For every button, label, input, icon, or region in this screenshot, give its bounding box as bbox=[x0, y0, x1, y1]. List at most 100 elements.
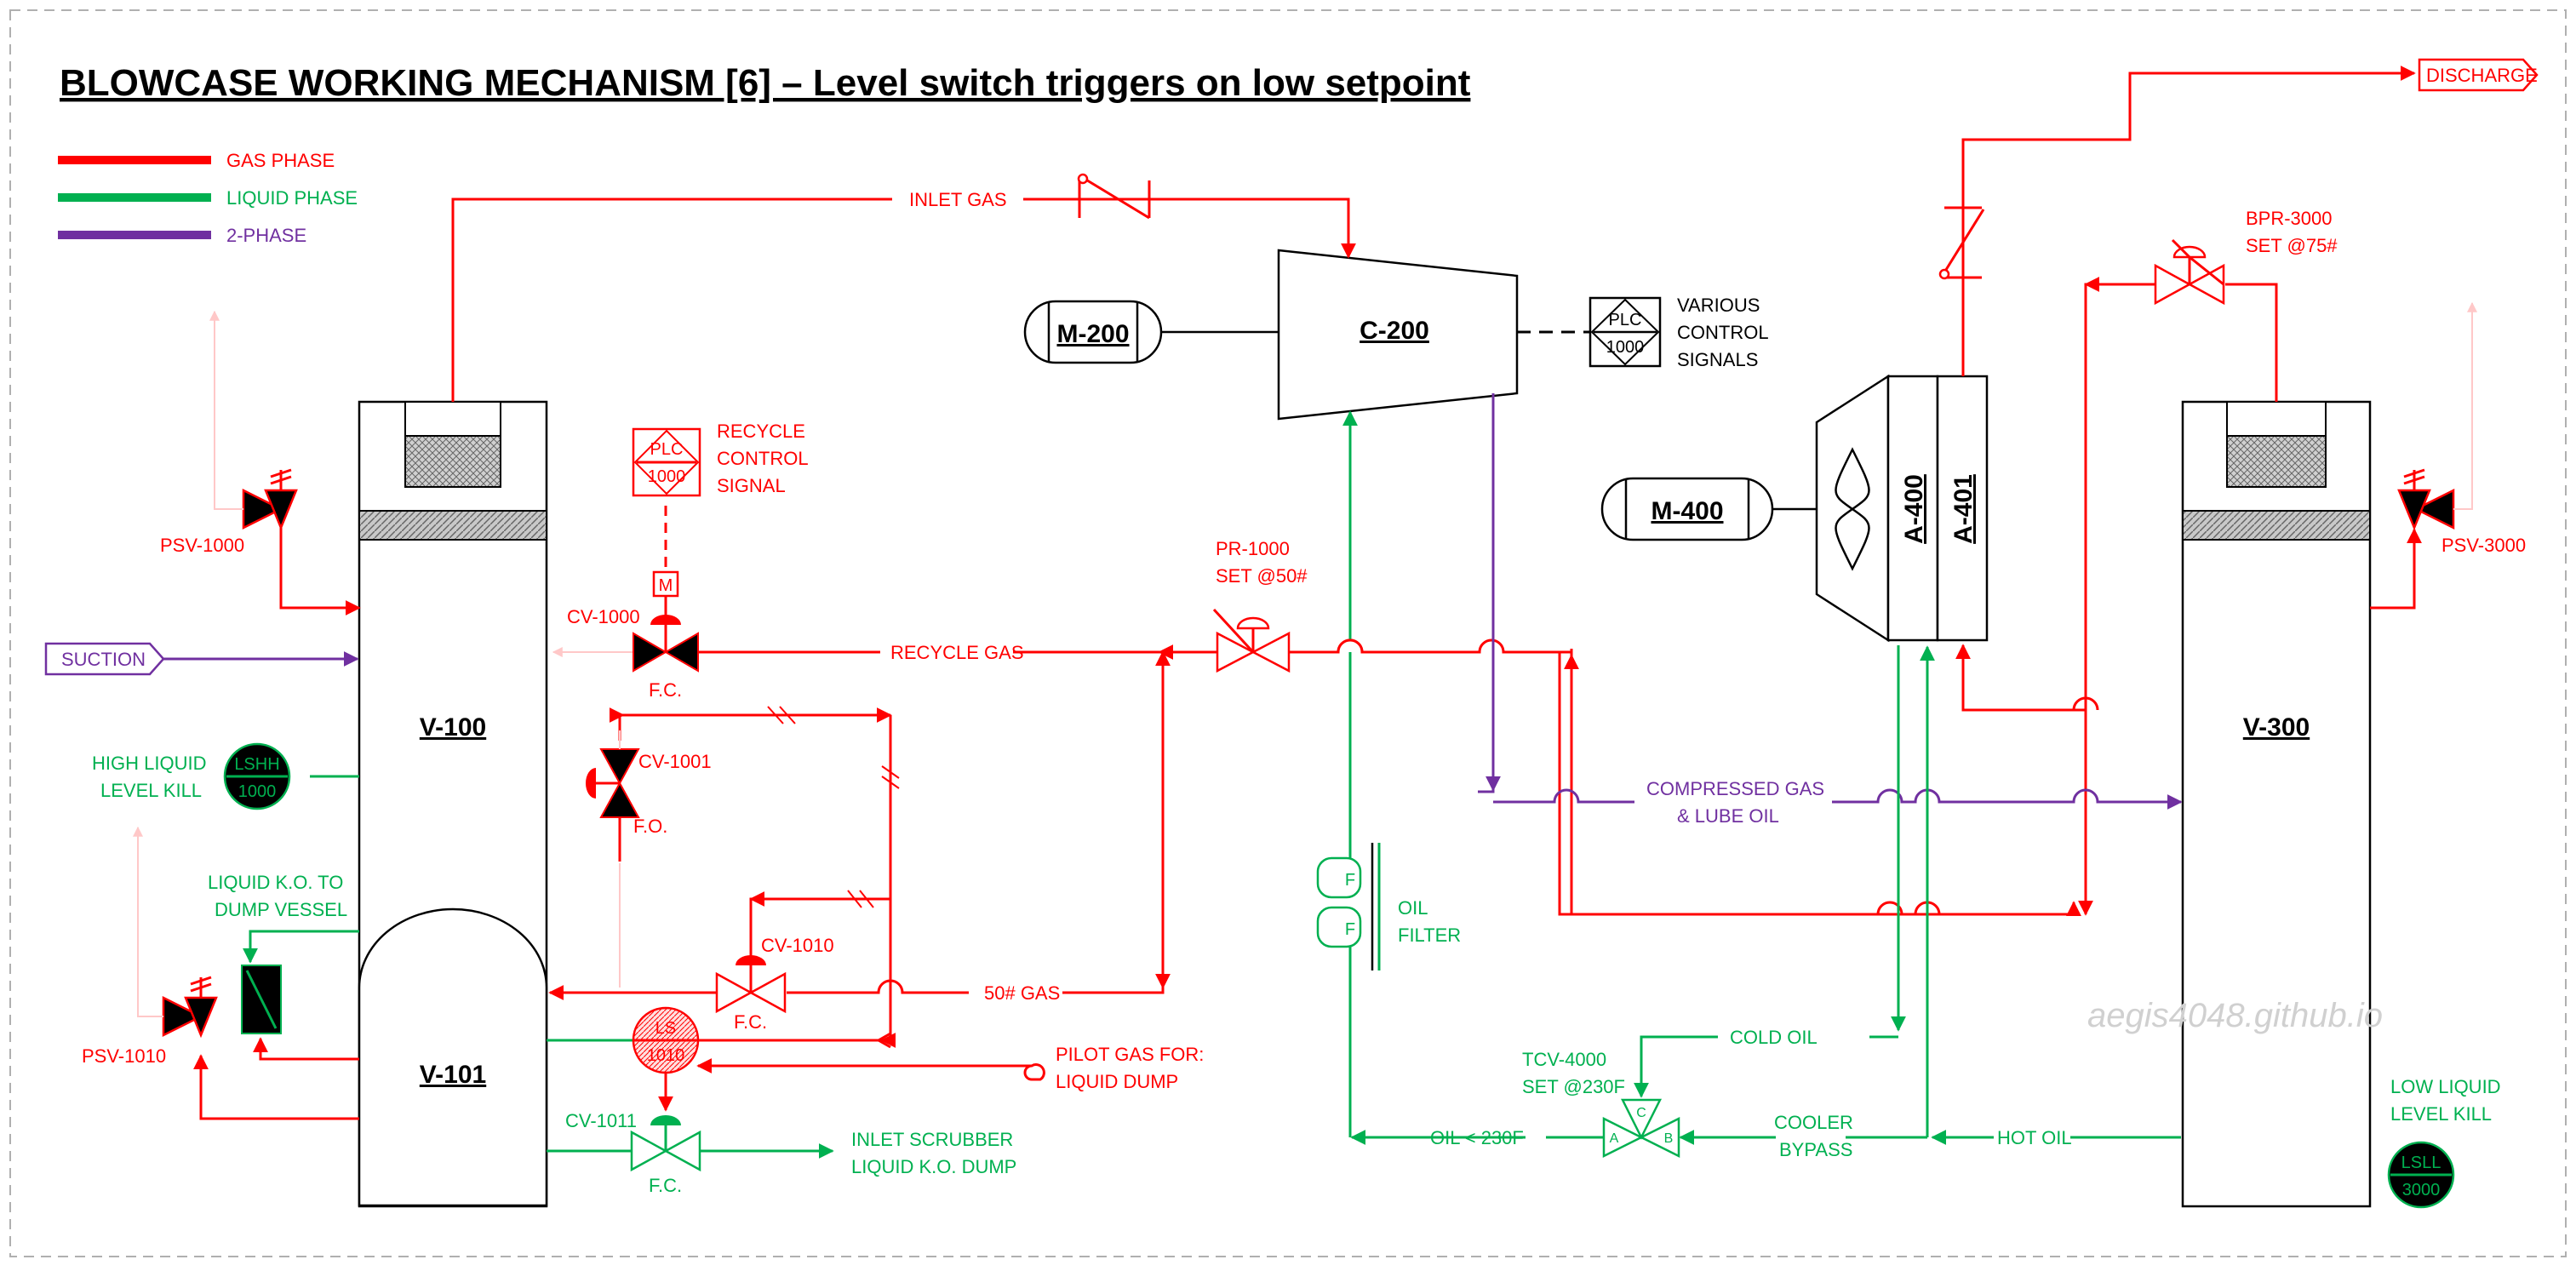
v100-outlet-nozzle bbox=[404, 401, 501, 437]
tcv4000-valve: C A B bbox=[1602, 1098, 1680, 1159]
recycle-signal-line3: SIGNAL bbox=[717, 475, 786, 496]
cooler-bypass-line1: COOLER bbox=[1774, 1112, 1853, 1133]
cv1011-fc: F.C. bbox=[649, 1175, 682, 1196]
lshh1000-switch: LSHH 1000 bbox=[223, 742, 291, 810]
vessel-v100: V-100 bbox=[358, 400, 548, 1208]
a400-tag: A-400 bbox=[1900, 474, 1928, 544]
ls1010-top: LS bbox=[655, 1019, 676, 1038]
pr1000-tag: PR-1000 bbox=[1216, 538, 1290, 559]
suction-arrow: SUCTION bbox=[44, 642, 165, 676]
legend: GAS PHASE LIQUID PHASE 2-PHASE bbox=[58, 150, 358, 246]
watermark: aegis4048.github.io bbox=[2087, 997, 2383, 1034]
compressed-gas-line2: & LUBE OIL bbox=[1677, 805, 1779, 827]
plc-c200-bottom: 1000 bbox=[1606, 338, 1645, 357]
c200-tag: C-200 bbox=[1360, 317, 1429, 345]
m400-tag: M-400 bbox=[1651, 497, 1723, 525]
v300-tag: V-300 bbox=[2243, 713, 2310, 741]
inlet-check-valve bbox=[1077, 173, 1151, 220]
vessel-v101: V-101 bbox=[358, 907, 548, 1207]
psv3000-valve bbox=[2397, 468, 2455, 531]
high-kill-line2: LEVEL KILL bbox=[100, 780, 202, 801]
hot-oil-label: HOT OIL bbox=[1997, 1127, 2072, 1148]
plc-recycle-top: PLC bbox=[650, 440, 684, 459]
tcv4000-set: SET @230F bbox=[1522, 1076, 1625, 1097]
cv1000-valve: M bbox=[633, 570, 699, 673]
discharge-label: DISCHARGE bbox=[2426, 65, 2538, 86]
pr1000-valve bbox=[1212, 608, 1291, 673]
low-kill-line2: LEVEL KILL bbox=[2390, 1103, 2492, 1125]
page-border bbox=[9, 9, 2567, 1257]
pr1000-set: SET @50# bbox=[1216, 565, 1308, 587]
oil-filter-line1: OIL bbox=[1398, 897, 1428, 919]
cv1001-fo: F.O. bbox=[633, 816, 667, 837]
lsll3000-top: LSLL bbox=[2401, 1154, 2441, 1172]
lshh1000-bottom: 1000 bbox=[238, 782, 277, 801]
plc-1000-c200: PLC 1000 bbox=[1589, 296, 1662, 368]
cv1000-fc: F.C. bbox=[649, 679, 682, 701]
cv1010-fc: F.C. bbox=[734, 1011, 767, 1033]
cooler-fan-icon bbox=[1835, 447, 1870, 571]
ls1010-bottom: 1010 bbox=[647, 1046, 685, 1065]
high-kill-line1: HIGH LIQUID bbox=[92, 753, 206, 774]
gas-50-label: 50# GAS bbox=[984, 982, 1060, 1004]
dump-line1: INLET SCRUBBER bbox=[851, 1129, 1013, 1150]
cold-oil-label: COLD OIL bbox=[1730, 1027, 1818, 1048]
low-kill-line1: LOW LIQUID bbox=[2390, 1076, 2501, 1097]
a401-tag: A-401 bbox=[1949, 474, 1978, 544]
m200-tag: M-200 bbox=[1056, 320, 1129, 348]
page-title: BLOWCASE WORKING MECHANISM [6] – Level s… bbox=[60, 62, 1471, 104]
psv1000-tag: PSV-1000 bbox=[160, 535, 244, 556]
lsll3000-bottom: 3000 bbox=[2402, 1181, 2441, 1199]
bpr3000-tag: BPR-3000 bbox=[2246, 208, 2333, 229]
oil-230-label: OIL < 230F bbox=[1430, 1127, 1524, 1148]
v100-tag: V-100 bbox=[420, 713, 486, 741]
tcv-port-a: A bbox=[1610, 1131, 1619, 1146]
dump-level-glass bbox=[241, 965, 282, 1034]
ls1010-switch: LS 1010 bbox=[632, 1006, 700, 1074]
oil-filter-f1: F bbox=[1345, 871, 1355, 890]
motor-m400: M-400 bbox=[1600, 477, 1774, 541]
cv1001-valve bbox=[586, 748, 640, 862]
vessel-v300: V-300 bbox=[2181, 400, 2372, 1208]
plc-1000-recycle: PLC 1000 bbox=[632, 427, 701, 497]
bpr3000-set: SET @75# bbox=[2246, 235, 2338, 256]
cv1010-tag: CV-1010 bbox=[761, 935, 834, 956]
lshh1000-top: LSHH bbox=[234, 755, 279, 774]
cooler-a400: A-400 A-401 bbox=[1815, 374, 1989, 643]
compressed-gas-line1: COMPRESSED GAS bbox=[1646, 778, 1824, 799]
cooler-bypass-line2: BYPASS bbox=[1779, 1139, 1852, 1160]
cv1011-tag: CV-1011 bbox=[565, 1110, 637, 1131]
oil-filter-line2: FILTER bbox=[1398, 925, 1461, 946]
legend-liquid-label: LIQUID PHASE bbox=[226, 187, 358, 209]
dump-line2: LIQUID K.O. DUMP bbox=[851, 1156, 1016, 1177]
oil-filter: F F bbox=[1316, 843, 1381, 970]
recycle-signal-line1: RECYCLE bbox=[717, 421, 805, 442]
discharge-check-valve bbox=[1938, 206, 1985, 280]
cv1000-motor-label: M bbox=[659, 576, 673, 595]
plc-recycle-bottom: 1000 bbox=[648, 467, 686, 486]
liq-ko-line1: LIQUID K.O. TO bbox=[208, 872, 343, 893]
various-signals-line3: SIGNALS bbox=[1677, 349, 1758, 370]
pilot-gas-line1: PILOT GAS FOR: bbox=[1056, 1044, 1204, 1065]
v100-mist-pad bbox=[404, 435, 501, 488]
tcv4000-tag: TCV-4000 bbox=[1522, 1049, 1606, 1070]
discharge-arrow: DISCHARGE bbox=[2418, 58, 2539, 92]
oil-filter-f2: F bbox=[1345, 920, 1355, 939]
various-signals-line2: CONTROL bbox=[1677, 322, 1769, 343]
cv1001-tag: CV-1001 bbox=[638, 751, 712, 772]
psv1010-valve bbox=[162, 976, 218, 1039]
legend-two-phase-label: 2-PHASE bbox=[226, 225, 306, 246]
tcv-port-c: C bbox=[1636, 1106, 1646, 1120]
psv1000-valve bbox=[242, 468, 298, 531]
motor-m200: M-200 bbox=[1023, 300, 1163, 364]
plc-c200-top: PLC bbox=[1609, 311, 1642, 329]
compressor-c200: C-200 bbox=[1277, 249, 1519, 421]
inlet-gas-label: INLET GAS bbox=[909, 189, 1007, 210]
v101-tag: V-101 bbox=[420, 1061, 486, 1089]
various-signals-line1: VARIOUS bbox=[1677, 295, 1760, 316]
psv3000-tag: PSV-3000 bbox=[2441, 535, 2526, 556]
liq-ko-line2: DUMP VESSEL bbox=[215, 899, 347, 920]
cv1011-valve bbox=[630, 1115, 701, 1172]
